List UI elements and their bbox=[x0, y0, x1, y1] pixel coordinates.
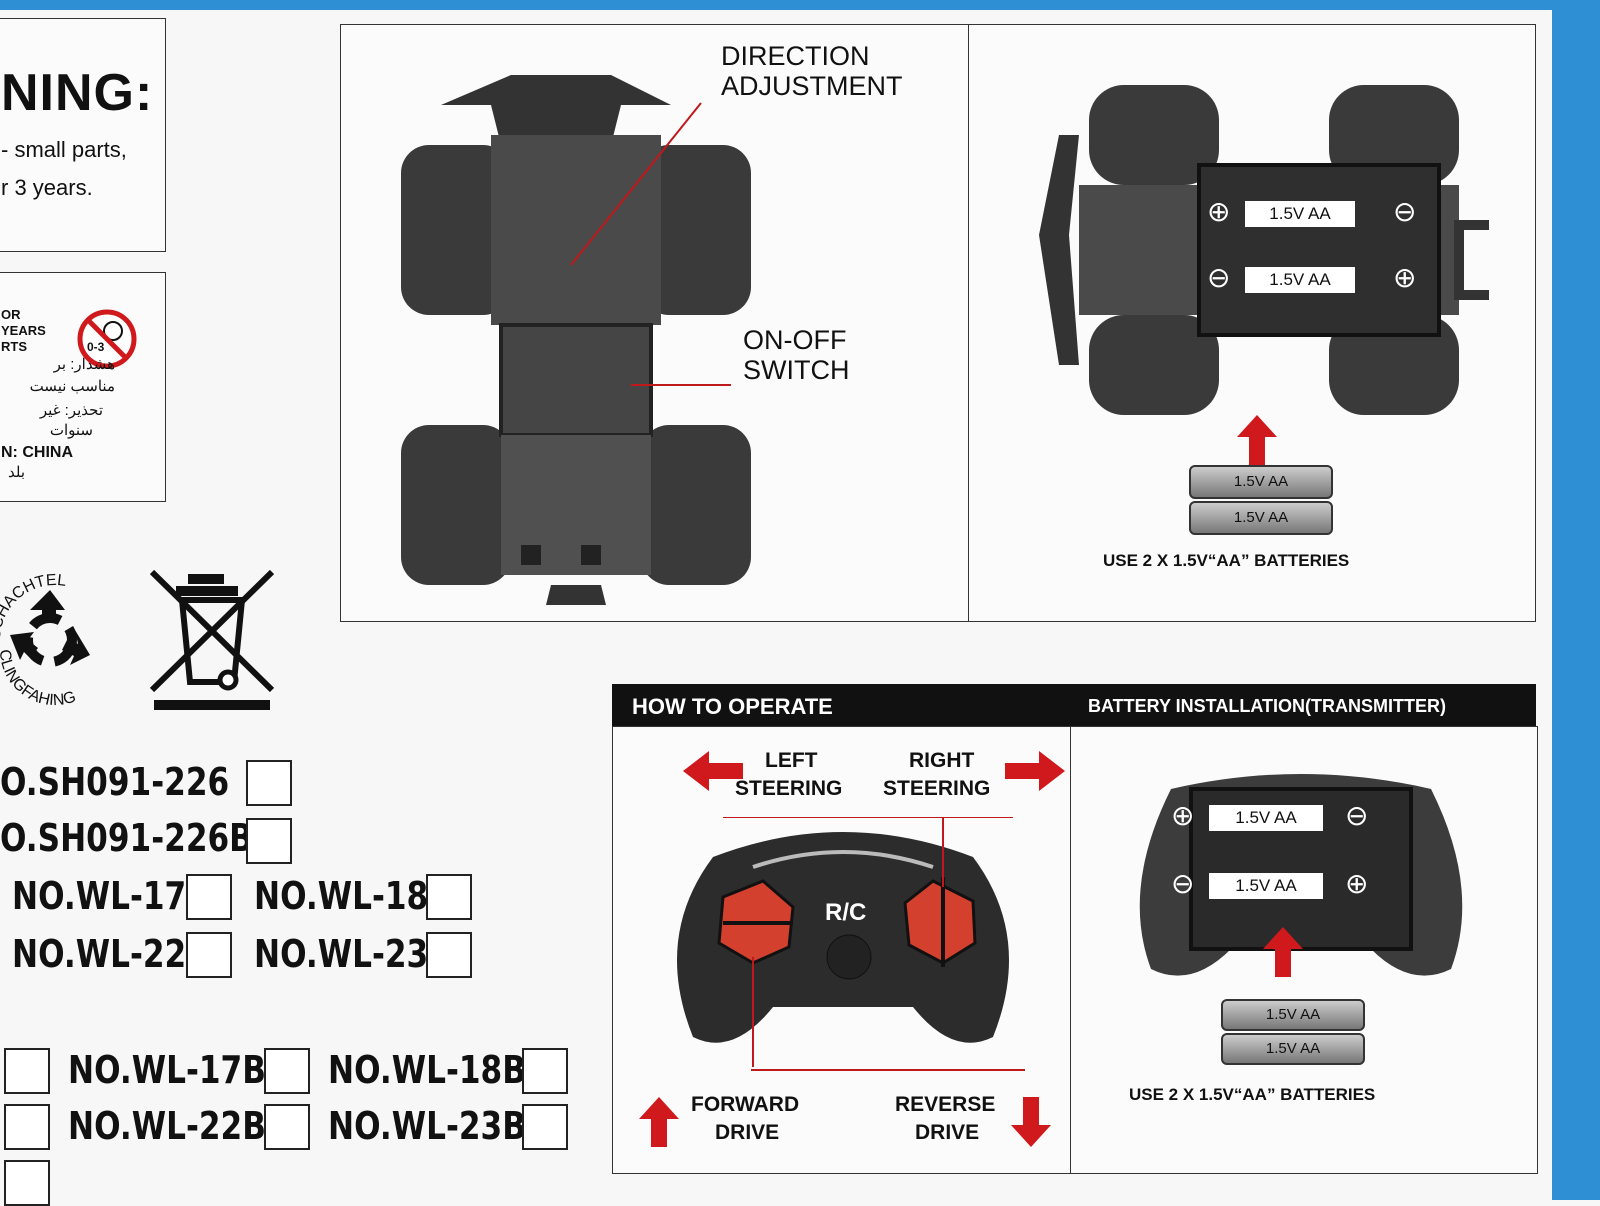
left-arrow-icon bbox=[683, 751, 743, 791]
insert-arrow-up-icon bbox=[1237, 415, 1277, 465]
age-symbol-text: 0-3 bbox=[87, 340, 105, 354]
checkbox-sh091-226[interactable] bbox=[246, 760, 292, 806]
car-underside-panel: DIRECTION ADJUSTMENT ON-OFF SWITCH bbox=[340, 24, 970, 622]
label-line-2: YEARS bbox=[1, 323, 46, 338]
controller-illustration bbox=[653, 816, 1033, 1067]
label-origin-ar: بلد bbox=[7, 464, 25, 481]
tx-loose-battery-1: 1.5V AA bbox=[1221, 999, 1365, 1031]
label-origin: N: CHINA bbox=[1, 444, 73, 461]
warning-line-2: r 3 years. bbox=[1, 175, 93, 200]
reverse-arrow-icon bbox=[1011, 1097, 1051, 1147]
top-blue-border bbox=[0, 0, 1552, 10]
label-farsi-1: هشدار: بر bbox=[53, 356, 115, 373]
label-arabic-1: تحذير: غير bbox=[39, 402, 103, 419]
plus-icon: ⊕ bbox=[1207, 196, 1231, 227]
loose-battery-2: 1.5V AA bbox=[1189, 501, 1333, 535]
age-warning-label-box: OR YEARS RTS 0-3 هشدار: بر مناسب نیست تح… bbox=[0, 272, 166, 502]
warning-line-1: - small parts, bbox=[1, 137, 127, 162]
model-sh091-226b: O.SH091-226B bbox=[0, 816, 253, 860]
car-battery-panel: ⊕ 1.5V AA ⊖ ⊖ 1.5V AA ⊕ 1.5V AA 1.5V AA … bbox=[968, 24, 1536, 622]
switch-label-line-2: SWITCH bbox=[743, 355, 850, 385]
transmitter-battery-panel: ⊕ 1.5V AA ⊖ ⊖ 1.5V AA ⊕ 1.5V AA 1.5V AA … bbox=[1070, 726, 1538, 1174]
battery-slot-2-label: 1.5V AA bbox=[1245, 267, 1355, 293]
battery-slot-1: ⊕ 1.5V AA ⊖ bbox=[1207, 195, 1427, 233]
tx-battery-slot-1: ⊕ 1.5V AA ⊖ bbox=[1171, 799, 1391, 837]
car-underside-illustration bbox=[371, 65, 771, 605]
battery-installation-title: BATTERY INSTALLATION(TRANSMITTER) bbox=[1088, 696, 1446, 716]
forward-drive-1: FORWARD bbox=[691, 1093, 800, 1116]
rc-label: R/C bbox=[825, 899, 867, 926]
tx-battery-slot-2: ⊖ 1.5V AA ⊕ bbox=[1171, 867, 1391, 905]
drive-divider-line bbox=[751, 1069, 1025, 1071]
label-arabic-2: سنوات bbox=[49, 422, 93, 439]
right-steering-2: STEERING bbox=[883, 777, 991, 800]
recycle-symbol: SCHACHTEL CLINGFAHING bbox=[0, 560, 120, 720]
right-blue-border bbox=[1552, 0, 1600, 1200]
model-wl-18: NO.WL-18 bbox=[254, 874, 429, 918]
model-wl-18b: NO.WL-18B bbox=[328, 1048, 526, 1092]
label-line-1: OR bbox=[1, 307, 21, 322]
model-wl-17b: NO.WL-17B bbox=[68, 1048, 266, 1092]
switch-label-line-1: ON-OFF bbox=[743, 325, 847, 355]
left-steering-1: LEFT bbox=[765, 749, 818, 772]
plus-icon: ⊕ bbox=[1393, 262, 1417, 293]
checkbox-wl-18b[interactable] bbox=[522, 1048, 568, 1094]
loose-battery-1: 1.5V AA bbox=[1189, 465, 1333, 499]
reverse-drive-2: DRIVE bbox=[915, 1121, 980, 1144]
tx-loose-battery-2: 1.5V AA bbox=[1221, 1033, 1365, 1065]
minus-icon: ⊖ bbox=[1171, 868, 1195, 899]
tx-battery-slot-2-label: 1.5V AA bbox=[1209, 873, 1323, 899]
checkbox-wl-17[interactable] bbox=[186, 874, 232, 920]
checkbox-wl-17b[interactable] bbox=[264, 1048, 310, 1094]
tx-insert-arrow-up-icon bbox=[1263, 927, 1303, 977]
checkbox-left-2[interactable] bbox=[4, 1104, 50, 1150]
model-wl-22b: NO.WL-22B bbox=[68, 1104, 266, 1148]
minus-icon: ⊖ bbox=[1393, 196, 1417, 227]
battery-slot-2: ⊖ 1.5V AA ⊕ bbox=[1207, 261, 1427, 299]
left-steering-2: STEERING bbox=[735, 777, 843, 800]
minus-icon: ⊖ bbox=[1345, 800, 1369, 831]
how-to-operate-title: HOW TO OPERATE bbox=[632, 694, 833, 719]
label-line-3: RTS bbox=[1, 339, 27, 354]
model-wl-17: NO.WL-17 bbox=[12, 874, 187, 918]
forward-arrow-icon bbox=[639, 1097, 679, 1147]
car-battery-illustration bbox=[1019, 75, 1504, 415]
checkbox-wl-23b[interactable] bbox=[522, 1104, 568, 1150]
checkbox-sh091-226b[interactable] bbox=[246, 818, 292, 864]
checkbox-wl-18[interactable] bbox=[426, 874, 472, 920]
checkbox-wl-22b[interactable] bbox=[264, 1104, 310, 1150]
checkbox-left-1[interactable] bbox=[4, 1048, 50, 1094]
checkbox-left-3[interactable] bbox=[4, 1160, 50, 1206]
plus-icon: ⊕ bbox=[1345, 868, 1369, 899]
reverse-drive-1: REVERSE bbox=[895, 1093, 996, 1116]
model-sh091-226: O.SH091-226 bbox=[0, 760, 230, 804]
operate-header-bar: HOW TO OPERATE BATTERY INSTALLATION(TRAN… bbox=[612, 684, 1536, 726]
tx-battery-caption: USE 2 X 1.5V“AA” BATTERIES bbox=[1129, 1085, 1376, 1104]
warning-box: NING: - small parts, r 3 years. bbox=[0, 18, 166, 252]
direction-label-line-1: DIRECTION bbox=[721, 41, 870, 71]
checkbox-wl-22[interactable] bbox=[186, 932, 232, 978]
model-wl-23b: NO.WL-23B bbox=[328, 1104, 526, 1148]
right-steering-1: RIGHT bbox=[909, 749, 975, 772]
label-farsi-2: مناسب نیست bbox=[29, 378, 115, 395]
forward-drive-2: DRIVE bbox=[715, 1121, 780, 1144]
warning-title: NING: bbox=[1, 64, 154, 122]
crossed-bin-icon bbox=[149, 569, 275, 720]
car-battery-caption: USE 2 X 1.5V“AA” BATTERIES bbox=[1103, 551, 1350, 570]
model-wl-23: NO.WL-23 bbox=[254, 932, 429, 976]
right-arrow-icon bbox=[1005, 751, 1065, 791]
model-wl-22: NO.WL-22 bbox=[12, 932, 187, 976]
tx-battery-slot-1-label: 1.5V AA bbox=[1209, 805, 1323, 831]
controller-operation-panel: LEFT STEERING RIGHT STEERING R/C FORWARD… bbox=[612, 726, 1072, 1174]
no-under-3-icon: 0-3 bbox=[77, 309, 137, 369]
minus-icon: ⊖ bbox=[1207, 262, 1231, 293]
direction-label-line-2: ADJUSTMENT bbox=[721, 71, 903, 101]
plus-icon: ⊕ bbox=[1171, 800, 1195, 831]
checkbox-wl-23[interactable] bbox=[426, 932, 472, 978]
battery-slot-1-label: 1.5V AA bbox=[1245, 201, 1355, 227]
